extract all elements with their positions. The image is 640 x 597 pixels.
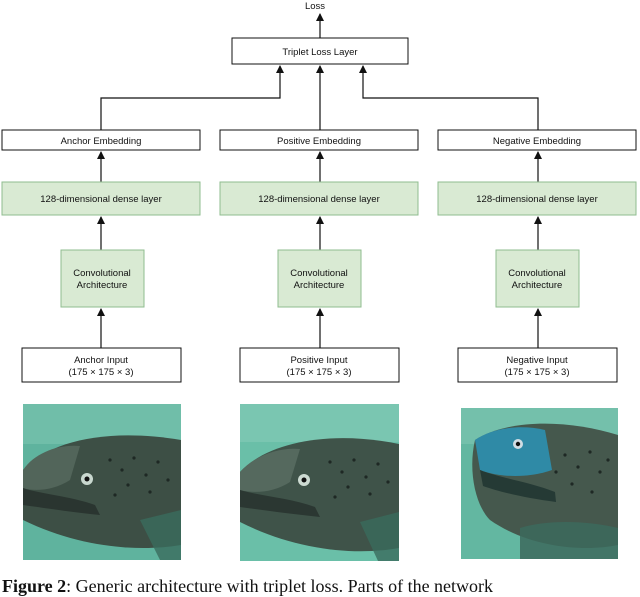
anchor-conv-label-line1: Convolutional: [73, 268, 131, 279]
figure-caption-lead: Figure 2: [2, 576, 67, 596]
positive-dense-layer-label: 128-dimensional dense layer: [258, 194, 379, 205]
positive-dense-layer-box: [219, 181, 419, 216]
anchor-conv-box: [60, 249, 145, 308]
negative-fish-photo: [461, 408, 618, 559]
anchor-dense-layer-box: [1, 181, 201, 216]
anchor-to-loss-arrow: [100, 65, 284, 130]
negative-to-loss-arrow: [359, 65, 539, 130]
positive-conv-box: [277, 249, 362, 308]
triplet-architecture-diagram: Loss Triplet Loss Layer Anchor Embedding…: [1, 1, 637, 561]
positive-input-box: [239, 347, 400, 383]
triplet-loss-layer-box: [231, 37, 409, 65]
positive-input-shape: (175 × 175 × 3): [287, 367, 352, 378]
anchor-input-box: [21, 347, 182, 383]
positive-embedding-box: [219, 129, 419, 151]
negative-input-shape: (175 × 175 × 3): [505, 367, 570, 378]
anchor-input-label: Anchor Input: [74, 355, 128, 366]
negative-dense-layer-box: [437, 181, 637, 216]
negative-input-label: Negative Input: [506, 355, 568, 366]
anchor-fish-photo: [23, 404, 181, 560]
anchor-dense-layer-label: 128-dimensional dense layer: [40, 194, 161, 205]
anchor-embedding-box: [1, 129, 201, 151]
positive-branch: Positive Embedding 128-dimensional dense…: [219, 129, 419, 383]
anchor-input-shape: (175 × 175 × 3): [69, 367, 134, 378]
positive-conv-label-line1: Convolutional: [290, 268, 348, 279]
negative-embedding-label: Negative Embedding: [493, 136, 581, 147]
negative-conv-label-line2: Architecture: [512, 280, 563, 291]
triplet-loss-layer-label: Triplet Loss Layer: [282, 47, 357, 58]
anchor-branch: Anchor Embedding 128-dimensional dense l…: [1, 129, 201, 383]
negative-branch: Negative Embedding 128-dimensional dense…: [437, 129, 637, 383]
anchor-conv-label-line2: Architecture: [77, 280, 128, 291]
positive-conv-label-line2: Architecture: [294, 280, 345, 291]
negative-dense-layer-label: 128-dimensional dense layer: [476, 194, 597, 205]
positive-embedding-label: Positive Embedding: [277, 136, 361, 147]
negative-input-box: [457, 347, 618, 383]
positive-input-label: Positive Input: [290, 355, 347, 366]
anchor-embedding-label: Anchor Embedding: [61, 136, 142, 147]
figure-caption: Figure 2: Generic architecture with trip…: [2, 576, 640, 597]
loss-label: Loss: [305, 1, 325, 12]
figure-caption-text: : Generic architecture with triplet loss…: [66, 576, 494, 596]
negative-embedding-box: [437, 129, 637, 151]
negative-conv-label-line1: Convolutional: [508, 268, 566, 279]
positive-fish-photo: [240, 404, 399, 561]
negative-conv-box: [495, 249, 580, 308]
